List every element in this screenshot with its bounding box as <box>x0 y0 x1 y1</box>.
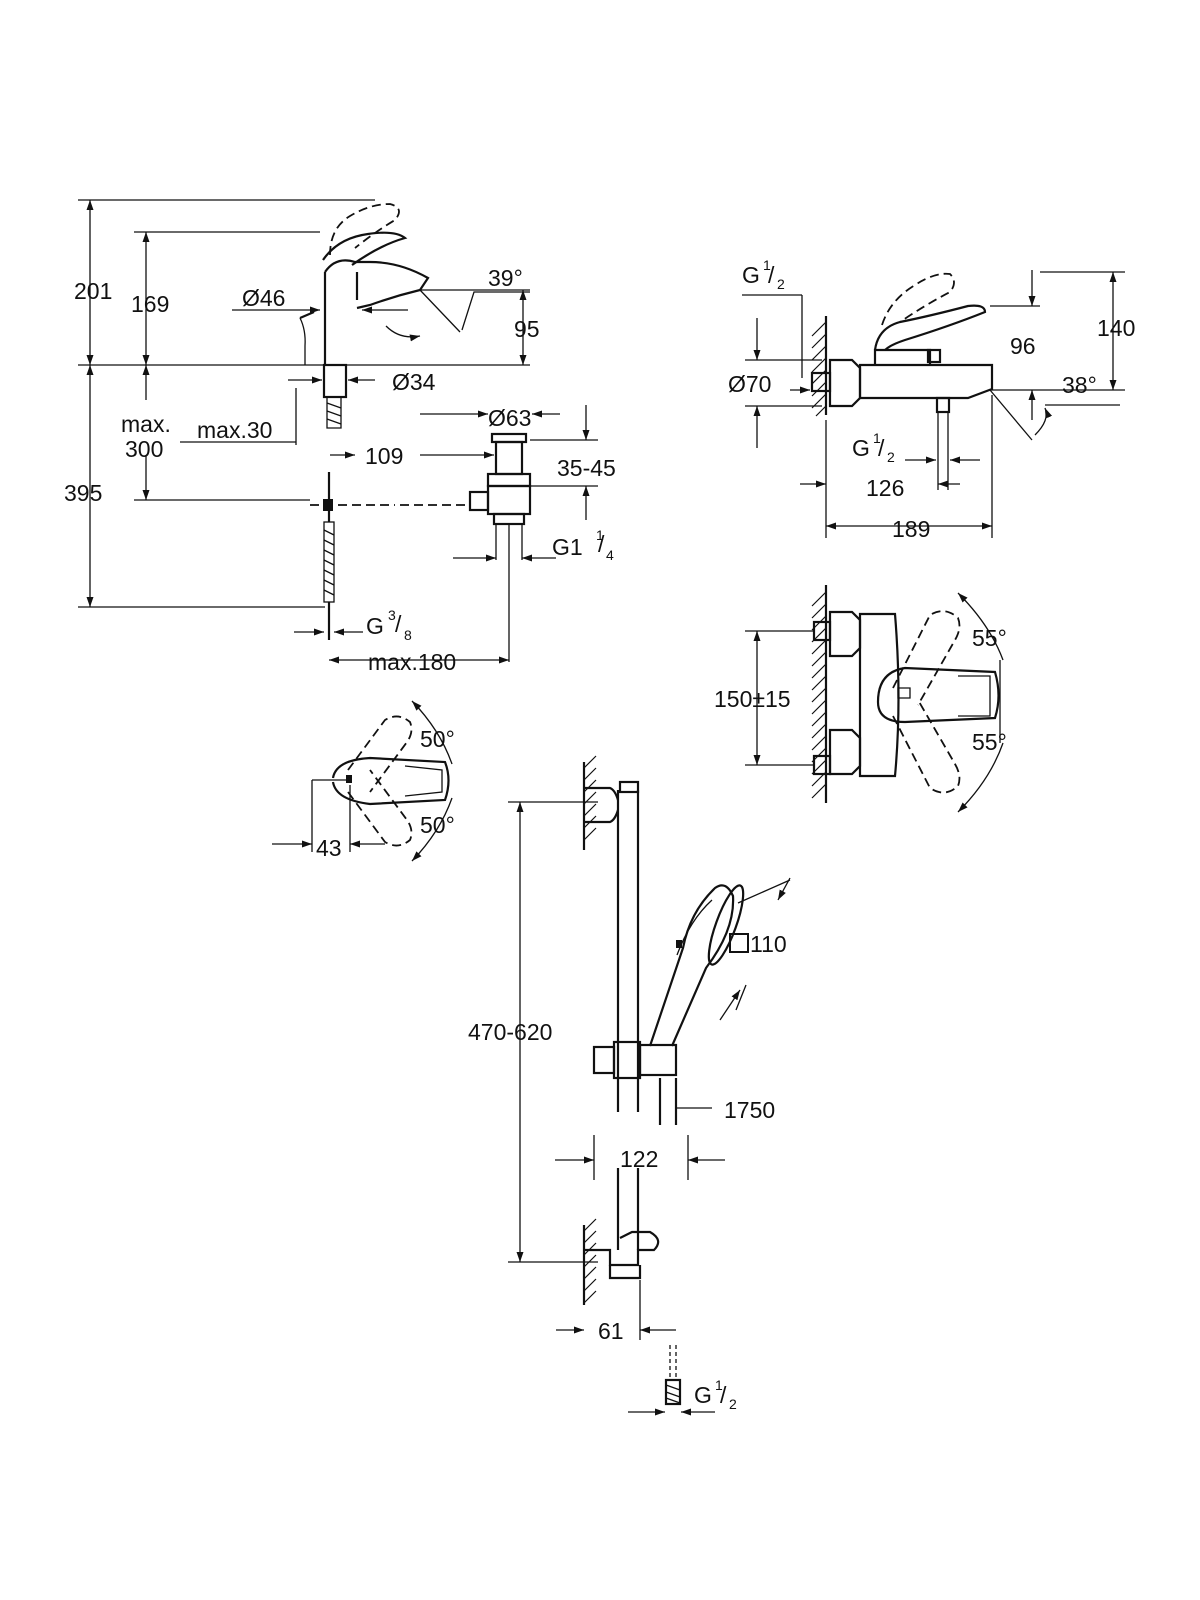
dim-95: 95 <box>514 316 540 342</box>
dim-150-15: 150±15 <box>714 686 791 712</box>
dim-35-45: 35-45 <box>557 455 616 481</box>
dim-diameter-46: Ø46 <box>242 285 285 311</box>
dim-395: 395 <box>64 480 102 506</box>
dim-g12-shower-den: 2 <box>729 1396 737 1412</box>
dim-angle-50-top: 50° <box>420 726 455 752</box>
dim-300: 300 <box>125 436 163 462</box>
dim-max-30: max.30 <box>197 417 272 443</box>
dim-max-label: max. <box>121 411 171 437</box>
bath-mixer-drawing <box>742 270 1125 538</box>
dim-126: 126 <box>866 475 904 501</box>
bath-mixer-front-drawing <box>745 585 1004 813</box>
basin-mixer-labels: 201 169 Ø46 39° 95 Ø34 max. 300 max.30 1… <box>64 265 616 675</box>
dim-43: 43 <box>316 835 342 861</box>
dim-g12-bottom-label: G <box>852 435 870 461</box>
dim-g1-frac-den: 4 <box>606 547 614 563</box>
dim-189: 189 <box>892 516 930 542</box>
shower-rail-drawing <box>508 755 791 1416</box>
svg-text:/: / <box>768 262 775 288</box>
dim-angle-55-bottom: 55° <box>972 729 1007 755</box>
dim-angle-50-bottom: 50° <box>420 812 455 838</box>
dim-g38-label: G <box>366 613 384 639</box>
basin-mixer-drawing <box>78 199 598 664</box>
svg-text:/: / <box>878 435 885 461</box>
dim-g12-top-den: 2 <box>777 276 785 292</box>
dim-g12-shower-num: 1 <box>715 1377 723 1393</box>
shower-rail-labels: 470-620 110 1750 122 61 G 1 / 2 <box>468 931 787 1412</box>
dim-96: 96 <box>1010 333 1036 359</box>
bath-mixer-labels: G 1 / 2 140 96 Ø70 38° G 1 / 2 126 189 1… <box>714 257 1135 755</box>
dim-g1-frac-num: 1 <box>596 527 604 543</box>
dim-201: 201 <box>74 278 112 304</box>
dim-1750: 1750 <box>724 1097 775 1123</box>
top-view-labels: 50° 50° 43 <box>316 726 455 861</box>
svg-text:/: / <box>395 611 402 637</box>
dim-diameter-70: Ø70 <box>728 371 771 397</box>
dim-g12-bottom-num: 1 <box>873 430 881 446</box>
dim-g12-top-num: 1 <box>763 257 771 273</box>
svg-text:/: / <box>598 531 605 557</box>
svg-text:/: / <box>720 1382 727 1408</box>
dim-g38-frac-den: 8 <box>404 627 412 643</box>
dim-140: 140 <box>1097 315 1135 341</box>
dim-angle-39: 39° <box>488 265 523 291</box>
dim-max-180: max.180 <box>368 649 456 675</box>
dim-diameter-63: Ø63 <box>488 405 531 431</box>
dim-g1-label: G1 <box>552 534 583 560</box>
dim-angle-55-top: 55° <box>972 625 1007 651</box>
dim-angle-38: 38° <box>1062 372 1097 398</box>
dim-470-620: 470-620 <box>468 1019 552 1045</box>
dim-110: 110 <box>750 931 787 957</box>
basin-mixer-top-drawing <box>272 700 453 862</box>
dim-g12-shower-label: G <box>694 1382 712 1408</box>
dim-g12-bottom-den: 2 <box>887 449 895 465</box>
dim-109: 109 <box>365 443 403 469</box>
dim-diameter-34: Ø34 <box>392 369 436 395</box>
dim-g38-frac-num: 3 <box>388 607 396 623</box>
dim-169: 169 <box>131 291 169 317</box>
dim-122: 122 <box>620 1146 658 1172</box>
dim-g12-top-label: G <box>742 262 760 288</box>
dim-61: 61 <box>598 1318 624 1344</box>
